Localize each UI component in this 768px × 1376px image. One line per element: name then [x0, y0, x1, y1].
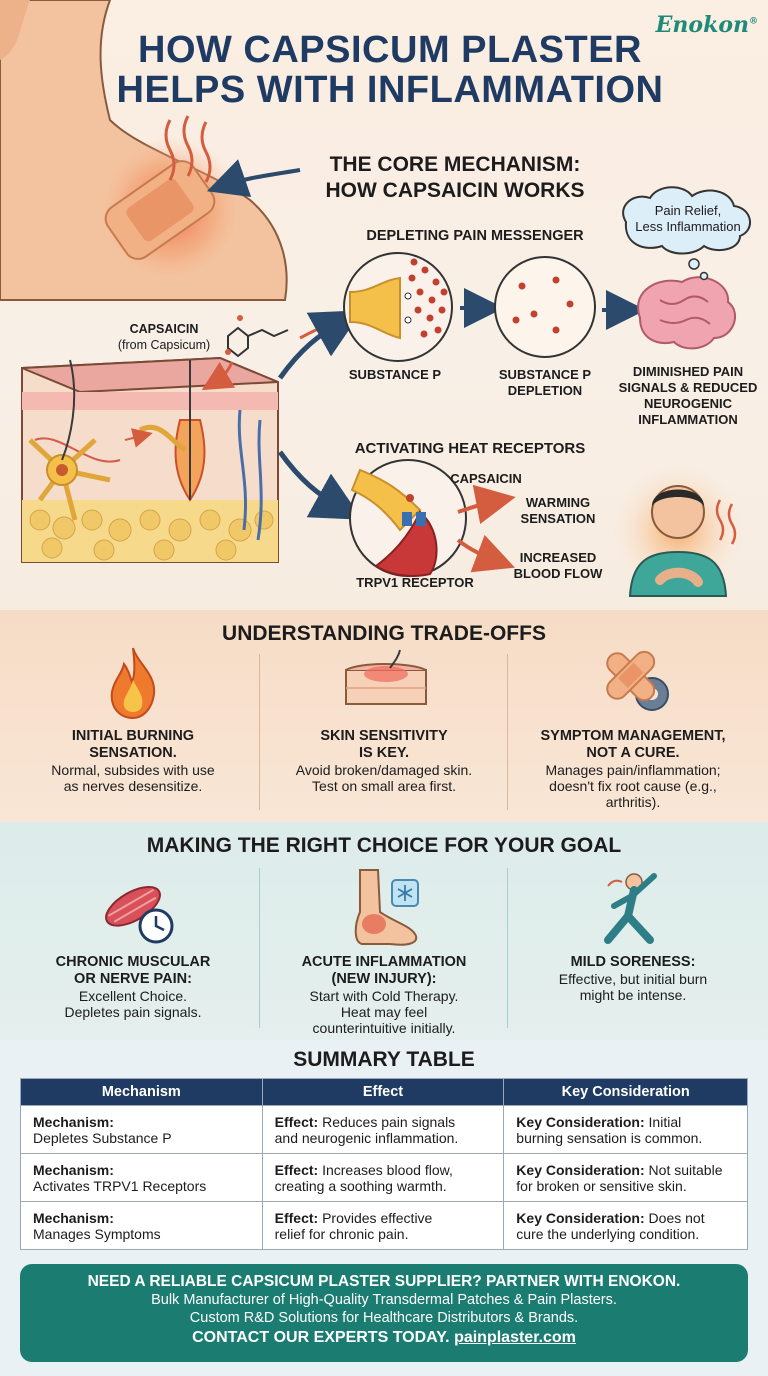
warming-label: WARMING SENSATION: [520, 495, 596, 526]
divider: [259, 654, 260, 810]
page-title: HOW CAPSICUM PLASTER HELPS WITH INFLAMMA…: [116, 29, 664, 111]
mechanism-section: Enokon® HOW CAPSICUM PLASTER HELPS WITH …: [0, 0, 768, 610]
brain-icon: [637, 276, 737, 350]
core-mechanism-title: THE CORE MECHANISM: HOW CAPSAICIN WORKS: [325, 153, 585, 202]
tradeoff-burning: INITIAL BURNING SENSATION. Normal, subsi…: [51, 728, 215, 794]
table-cell: Effect: Increases blood flow,creating a …: [261, 1153, 505, 1202]
table-cell: Mechanism:Depletes Substance P: [20, 1105, 263, 1154]
cta-banner: NEED A RELIABLE CAPSICUM PLASTER SUPPLIE…: [20, 1264, 748, 1362]
blood-flow-label: INCREASED BLOOD FLOW: [513, 550, 603, 581]
choice-mild: MILD SORENESS: Effective, but initial bu…: [558, 954, 708, 1003]
trpv1-diagram: [349, 459, 467, 577]
bandage-gear-icon: [606, 650, 669, 711]
table-cell: Mechanism:Activates TRPV1 Receptors: [20, 1153, 263, 1202]
divider: [259, 868, 260, 1028]
skin-cross-section: [21, 356, 279, 563]
table-row: Mechanism:Depletes Substance P Effect: R…: [20, 1105, 748, 1154]
capsaicin-label: CAPSAICIN (from Capsicum): [117, 322, 211, 352]
tradeoff-symptom-management: SYMPTOM MANAGEMENT, NOT A CURE. Manages …: [540, 728, 726, 810]
depleting-title: DEPLETING PAIN MESSENGER: [366, 228, 584, 244]
website-link[interactable]: painplaster.com: [454, 1329, 576, 1346]
table-header-row: Mechanism Effect Key Consideration: [20, 1078, 748, 1106]
cta-headline: NEED A RELIABLE CAPSICUM PLASTER SUPPLIE…: [87, 1273, 681, 1290]
tradeoffs-section: UNDERSTANDING TRADE-OFFS INITIAL BURNING…: [0, 610, 768, 822]
flame-icon: [110, 647, 156, 720]
substance-p-label: SUBSTANCE P: [348, 367, 442, 382]
summary-title: SUMMARY TABLE: [293, 1048, 475, 1071]
choice-acute: ACUTE INFLAMMATION (NEW INJURY): Start w…: [301, 954, 467, 1036]
table-row: Mechanism:Activates TRPV1 Receptors Effe…: [20, 1153, 748, 1202]
receptor-capsaicin-label: CAPSAICIN: [450, 471, 522, 486]
mechanism-illustration: [0, 0, 751, 597]
depletion-label: SUBSTANCE P DEPLETION: [498, 367, 592, 398]
thought-cloud: [622, 186, 751, 281]
cloud-text: Pain Relief, Less Inflammation: [635, 203, 741, 234]
column-header: Effect: [261, 1078, 505, 1106]
cta-line: Custom R&D Solutions for Healthcare Dist…: [189, 1310, 579, 1326]
stretching-person-icon: [604, 873, 657, 944]
table-row: Mechanism:Manages Symptoms Effect: Provi…: [20, 1201, 748, 1250]
substance-p-diagram: [343, 252, 453, 362]
depletion-diagram: [494, 256, 596, 358]
divider: [507, 654, 508, 810]
cta-line: Bulk Manufacturer of High-Quality Transd…: [151, 1292, 617, 1308]
tradeoff-skin-sensitivity: SKIN SENSITIVITY IS KEY. Avoid broken/da…: [295, 728, 473, 794]
summary-table: Mechanism Effect Key Consideration Mecha…: [20, 1078, 748, 1250]
table-cell: Mechanism:Manages Symptoms: [20, 1201, 263, 1250]
choice-chronic: CHRONIC MUSCULAR OR NERVE PAIN: Excellen…: [55, 954, 211, 1020]
column-header: Mechanism: [20, 1078, 263, 1106]
foot-ice-icon: [354, 869, 419, 946]
brand-logo: Enokon®: [655, 12, 758, 38]
muscle-clock-icon: [105, 885, 174, 944]
capsaicin-molecule: [225, 315, 289, 358]
choice-section: MAKING THE RIGHT CHOICE FOR YOUR GOAL CH…: [0, 822, 768, 1040]
person-warmth-illustration: [613, 465, 743, 597]
diminished-label: DIMINISHED PAIN SIGNALS & REDUCED NEUROG…: [618, 364, 758, 427]
choice-title: MAKING THE RIGHT CHOICE FOR YOUR GOAL: [146, 834, 622, 857]
cta-contact: CONTACT OUR EXPERTS TODAY. painplaster.c…: [192, 1329, 576, 1346]
column-header: Key Consideration: [503, 1078, 748, 1106]
trpv1-label: TRPV1 RECEPTOR: [356, 575, 474, 590]
summary-section: SUMMARY TABLE Mechanism Effect Key Consi…: [0, 1040, 768, 1376]
tradeoffs-title: UNDERSTANDING TRADE-OFFS: [222, 622, 546, 645]
divider: [507, 868, 508, 1028]
activating-title: ACTIVATING HEAT RECEPTORS: [354, 440, 586, 457]
skin-patch-icon: [345, 649, 427, 705]
